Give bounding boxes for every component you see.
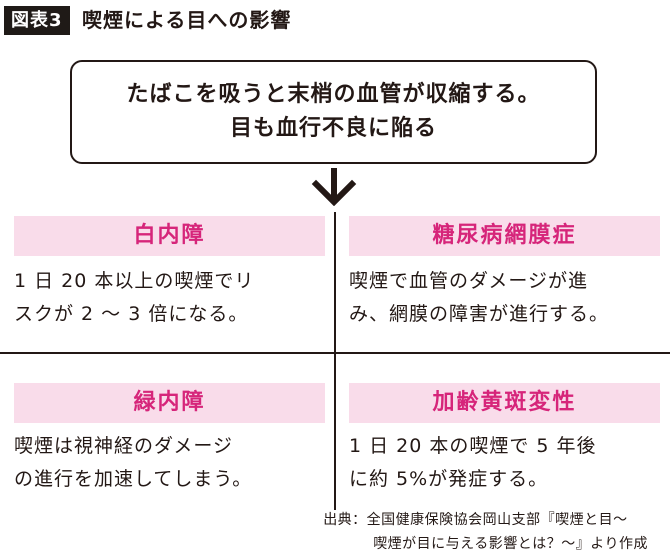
macular-degeneration-description-line-1: 1 日 20 本の喫煙で 5 年後 xyxy=(349,435,597,457)
source-citation: 出典：全国健康保険協会岡山支部『喫煙と目〜 喫煙が目に与える影響とは？〜』より作… xyxy=(323,508,648,556)
diabetic-retinopathy-description-line-1: 喫煙で血管のダメージが進 xyxy=(349,270,589,292)
glaucoma-description-line-1: 喫煙は視神経のダメージ xyxy=(14,435,234,457)
figure-title: 喫煙による目への影響 xyxy=(82,8,292,32)
cataract-description: 1 日 20 本以上の喫煙でリ スクが 2 〜 3 倍になる。 xyxy=(14,265,254,331)
down-arrow-icon xyxy=(311,168,357,206)
diabetic-retinopathy-description: 喫煙で血管のダメージが進 み、網膜の障害が進行する。 xyxy=(349,265,609,331)
statement-box: たばこを吸うと末梢の血管が収縮する。 目も血行不良に陥る xyxy=(70,60,597,164)
glaucoma-description-line-2: の進行を加速してしまう。 xyxy=(14,468,253,490)
cataract-description-line-2: スクが 2 〜 3 倍になる。 xyxy=(14,303,249,325)
glaucoma-description: 喫煙は視神経のダメージ の進行を加速してしまう。 xyxy=(14,430,252,496)
macular-degeneration-description: 1 日 20 本の喫煙で 5 年後 に約 5%が発症する。 xyxy=(349,430,597,496)
diabetic-retinopathy-heading: 糖尿病網膜症 xyxy=(349,216,660,256)
vertical-divider xyxy=(334,212,336,510)
statement-line-2: 目も血行不良に陥る xyxy=(229,116,437,141)
horizontal-divider xyxy=(0,352,670,354)
cataract-description-line-1: 1 日 20 本以上の喫煙でリ xyxy=(14,270,255,292)
macular-degeneration-description-line-2: に約 5%が発症する。 xyxy=(349,468,549,490)
glaucoma-heading: 緑内障 xyxy=(14,383,325,423)
macular-degeneration-heading: 加齢黄斑変性 xyxy=(349,383,660,423)
figure-label: 図表3 xyxy=(4,6,70,35)
source-line-2: 喫煙が目に与える影響とは？〜』より作成 xyxy=(373,536,648,552)
cataract-heading: 白内障 xyxy=(14,216,325,256)
source-line-1: 出典：全国健康保険協会岡山支部『喫煙と目〜 xyxy=(323,512,628,528)
statement-line-1: たばこを吸うと末梢の血管が収縮する。 xyxy=(126,82,541,107)
diabetic-retinopathy-description-line-2: み、網膜の障害が進行する。 xyxy=(349,303,610,325)
